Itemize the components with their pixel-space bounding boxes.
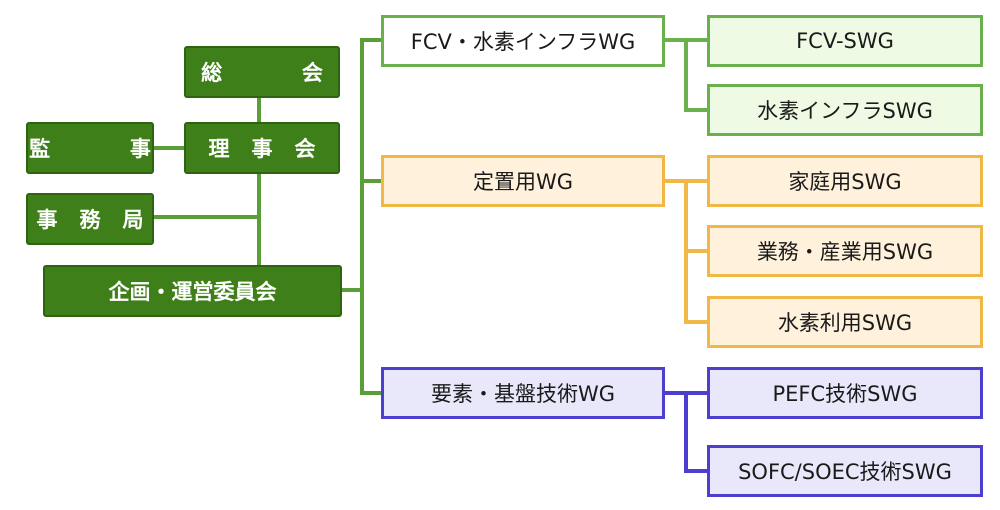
general-meeting-box: 総 会 — [184, 46, 340, 98]
secretariat-box: 事 務 局 — [26, 193, 154, 245]
board-box: 理 事 会 — [184, 122, 340, 174]
planning-committee-box: 企画・運営委員会 — [43, 265, 342, 317]
swg-fcv: FCV-SWG — [707, 15, 983, 67]
wg-stationary: 定置用WG — [381, 155, 665, 207]
wg-element-basic-tech: 要素・基盤技術WG — [381, 367, 665, 419]
swg-sofc-soec-tech: SOFC/SOEC技術SWG — [707, 445, 983, 497]
swg-pefc-tech: PEFC技術SWG — [707, 367, 983, 419]
swg-hydrogen-use: 水素利用SWG — [707, 296, 983, 348]
swg-residential: 家庭用SWG — [707, 155, 983, 207]
swg-hydrogen-infra: 水素インフラSWG — [707, 84, 983, 136]
swg-commercial-industrial: 業務・産業用SWG — [707, 225, 983, 277]
auditor-box: 監 事 — [26, 122, 154, 174]
wg-fcv-hydrogen-infra: FCV・水素インフラWG — [381, 15, 665, 67]
